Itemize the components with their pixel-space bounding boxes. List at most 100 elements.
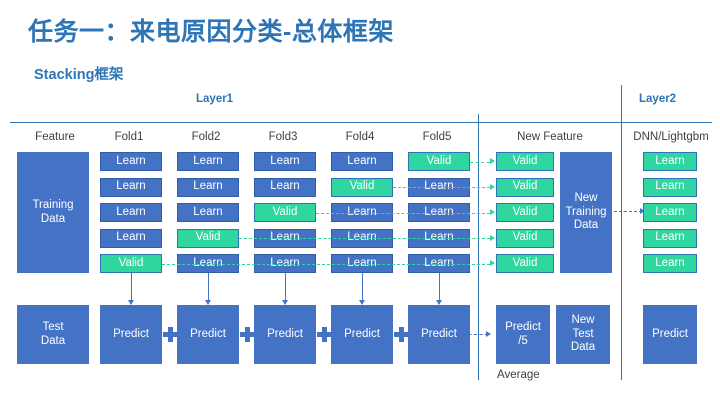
layer2-cell-label: Learn: [655, 205, 685, 218]
training-data-box: Training Data: [17, 152, 89, 273]
new-feature-cell-5: Valid: [496, 254, 554, 273]
column-header-new-feature: New Feature: [517, 131, 583, 143]
average-caption: Average: [497, 369, 540, 381]
new-feature-cell-label: Valid: [512, 205, 538, 218]
valid-to-new-feature-connector-row2: [393, 187, 490, 188]
fold-to-predict-arrowhead-4: [359, 300, 365, 305]
fold-cell-label: Learn: [270, 180, 300, 193]
fold-cell-label: Learn: [193, 154, 223, 167]
fold-to-predict-arrowhead-1: [128, 300, 134, 305]
predict-average-line1: Predict: [505, 321, 541, 333]
fold-cell-label: Learn: [193, 180, 223, 193]
fold-cell-label: Learn: [116, 205, 146, 218]
fold-cell-label: Learn: [424, 231, 454, 244]
new-feature-cell-label: Valid: [512, 154, 538, 167]
column-header-fold3: Fold3: [268, 131, 298, 143]
valid-to-new-feature-connector-row1: [470, 161, 490, 163]
fold-cell-label: Valid: [426, 154, 452, 167]
predict-box-label: Predict: [113, 327, 149, 340]
fold-cell-label: Learn: [116, 180, 146, 193]
fold-cell-label: Valid: [272, 205, 298, 218]
page-title: 任务一：来电原因分类-总体框架: [28, 18, 394, 46]
layer2-cell-label: Learn: [655, 256, 685, 269]
new-test-data-box: New Test Data: [556, 305, 610, 364]
predict-to-average-connector: [463, 334, 488, 335]
test-data-line1: Test: [42, 321, 64, 333]
predict-box-3: Predict: [254, 305, 316, 364]
plus-connector-3: [316, 327, 332, 342]
fold-cell-label: Learn: [193, 205, 223, 218]
new-feature-cell-label: Valid: [512, 256, 538, 269]
test-data-line2: Data: [40, 334, 66, 347]
fold-cell-label: Learn: [424, 180, 454, 193]
valid-to-new-feature-connector-row3: [316, 212, 490, 214]
new-feature-divider: [478, 114, 479, 380]
final-predict-label: Predict: [652, 327, 688, 340]
new-feature-cell-1: Valid: [496, 152, 554, 171]
new-feature-cell-4: Valid: [496, 228, 554, 248]
layer2-cell-label: Learn: [655, 231, 685, 244]
fold-cell-1-4: Learn: [100, 228, 162, 248]
fold-to-predict-arrowhead-5: [436, 300, 442, 305]
fold-cell-label: Learn: [193, 256, 223, 269]
fold-cell-label: Learn: [347, 256, 377, 269]
layer2-cell-2: Learn: [643, 177, 697, 197]
column-header-fold1: Fold1: [114, 131, 144, 143]
training-data-line2: Data: [40, 212, 66, 225]
predict-box-5: Predict: [408, 305, 470, 364]
header-divider: [10, 122, 712, 123]
fold-cell-4-1: Learn: [331, 152, 393, 171]
layer2-divider: [621, 85, 622, 380]
fold-cell-2-2: Learn: [177, 177, 239, 197]
fold-cell-1-2: Learn: [100, 177, 162, 197]
training-data-line1: Training: [32, 199, 74, 211]
predict-box-1: Predict: [100, 305, 162, 364]
column-header-fold2: Fold2: [191, 131, 221, 143]
subtitle: Stacking框架: [34, 67, 124, 83]
fold-cell-label: Learn: [424, 205, 454, 218]
valid-to-new-feature-arrowhead-row3: [490, 209, 495, 215]
fold-to-predict-connector-5: [439, 273, 440, 300]
predict-box-label: Predict: [190, 327, 226, 340]
valid-to-new-feature-arrowhead-row4: [490, 234, 495, 241]
test-data-box: Test Data: [17, 305, 89, 364]
plus-connector-4: [393, 327, 409, 342]
training-to-layer2-arrowhead: [640, 207, 645, 214]
training-to-layer2-connector: [614, 211, 642, 212]
fold-cell-2-3: Learn: [177, 203, 239, 222]
new-training-data-line2: Training: [565, 205, 607, 218]
valid-to-new-feature-arrowhead-row5: [490, 260, 495, 266]
fold-cell-1-3: Learn: [100, 203, 162, 222]
fold-cell-label: Valid: [118, 256, 144, 269]
new-test-data-line1: New: [571, 314, 595, 327]
new-training-data-line1: New: [574, 192, 598, 205]
column-header-fold4: Fold4: [345, 131, 375, 143]
fold-cell-1-1: Learn: [100, 152, 162, 171]
predict-box-label: Predict: [344, 327, 380, 340]
valid-to-new-feature-arrowhead-row2: [490, 183, 495, 190]
fold-cell-3-1: Learn: [254, 152, 316, 171]
new-feature-cell-label: Valid: [512, 231, 538, 244]
fold-to-predict-arrowhead-3: [282, 300, 288, 305]
new-training-data-box: New Training Data: [560, 152, 612, 273]
fold-cell-3-3: Valid: [254, 203, 316, 222]
layer2-cell-1: Learn: [643, 152, 697, 171]
predict-box-2: Predict: [177, 305, 239, 364]
predict-box-4: Predict: [331, 305, 393, 364]
layer2-cell-4: Learn: [643, 228, 697, 248]
fold-cell-label: Learn: [116, 154, 146, 167]
layer2-label: Layer2: [639, 93, 677, 105]
new-training-data-line3: Data: [573, 219, 599, 232]
new-feature-cell-3: Valid: [496, 203, 554, 222]
layer1-label: Layer1: [196, 93, 234, 105]
fold-cell-label: Learn: [424, 256, 454, 269]
fold-cell-label: Learn: [270, 154, 300, 167]
fold-cell-5-1: Valid: [408, 152, 470, 171]
predict-to-average-arrowhead: [486, 330, 491, 337]
fold-cell-label: Learn: [270, 231, 300, 244]
layer2-cell-label: Learn: [655, 154, 685, 167]
layer2-cell-label: Learn: [655, 180, 685, 193]
column-header-fold5: Fold5: [422, 131, 452, 143]
fold-cell-2-4: Valid: [177, 228, 239, 248]
